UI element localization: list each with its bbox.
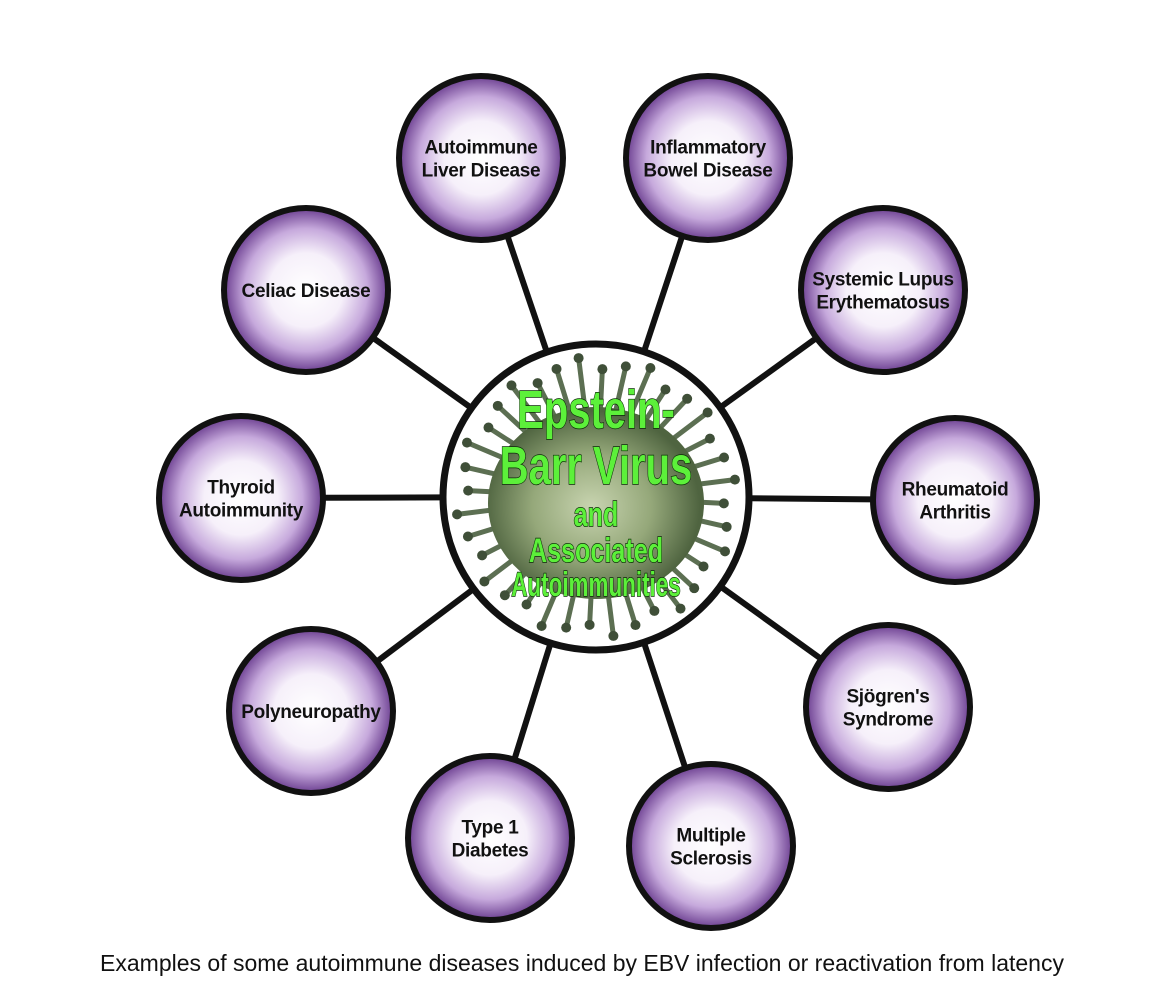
node-circle [870,415,1040,585]
center-title-line: Associated [529,532,663,570]
connector-line [718,335,819,410]
connector-line [370,335,474,411]
node-celiac-disease: Celiac Disease [221,205,391,375]
connector-line [374,586,476,665]
node-label: Systemic Lupus [812,270,954,291]
center-title-line: Barr Virus [500,436,692,496]
connectors [322,234,874,770]
node-circle [623,73,793,243]
node-label: Multiple [676,826,745,847]
connector-line [504,234,550,354]
connector-line [511,642,554,761]
node-polyneuropathy: Polyneuropathy [226,626,396,796]
node-circle [226,626,396,796]
node-label: Autoimmunity [179,501,304,522]
node-label: Autoimmune [424,138,537,159]
node-label: Sjögren's [846,687,929,708]
node-label: Type 1 [462,818,520,839]
center-title-line: Epstein- [517,380,675,440]
node-label: Syndrome [843,710,934,731]
node-label: Polyneuropathy [241,702,381,723]
connector-line [641,234,686,353]
node-label: Celiac Disease [242,281,371,302]
node-label: Thyroid [207,478,275,499]
connector-line [718,583,824,662]
node-label: Liver Disease [422,161,541,182]
connector-line [641,641,689,770]
node-circle [405,753,575,923]
figure-caption: Examples of some autoimmune diseases ind… [100,950,1064,976]
virus-illustration-icon [452,353,740,641]
node-label: Bowel Disease [643,161,772,182]
center-title-line: Autoimmunities [511,566,681,604]
node-circle [396,73,566,243]
node-label: Inflammatory [650,138,766,159]
node-circle [803,622,973,792]
node-label: Sclerosis [670,849,752,870]
virus-body [488,407,704,599]
node-label: Erythematosus [816,293,949,314]
node-circle [798,205,968,375]
node-circle [626,761,796,931]
node-circle [221,205,391,375]
node-circle [156,413,326,583]
node-label: Diabetes [452,841,529,862]
node-label: Arthritis [919,503,990,524]
connector-line [748,495,874,503]
center-hub: Epstein-Barr VirusandAssociatedAutoimmun… [439,340,753,654]
center-title-line: and [574,496,619,534]
node-label: Rheumatoid [902,480,1009,501]
